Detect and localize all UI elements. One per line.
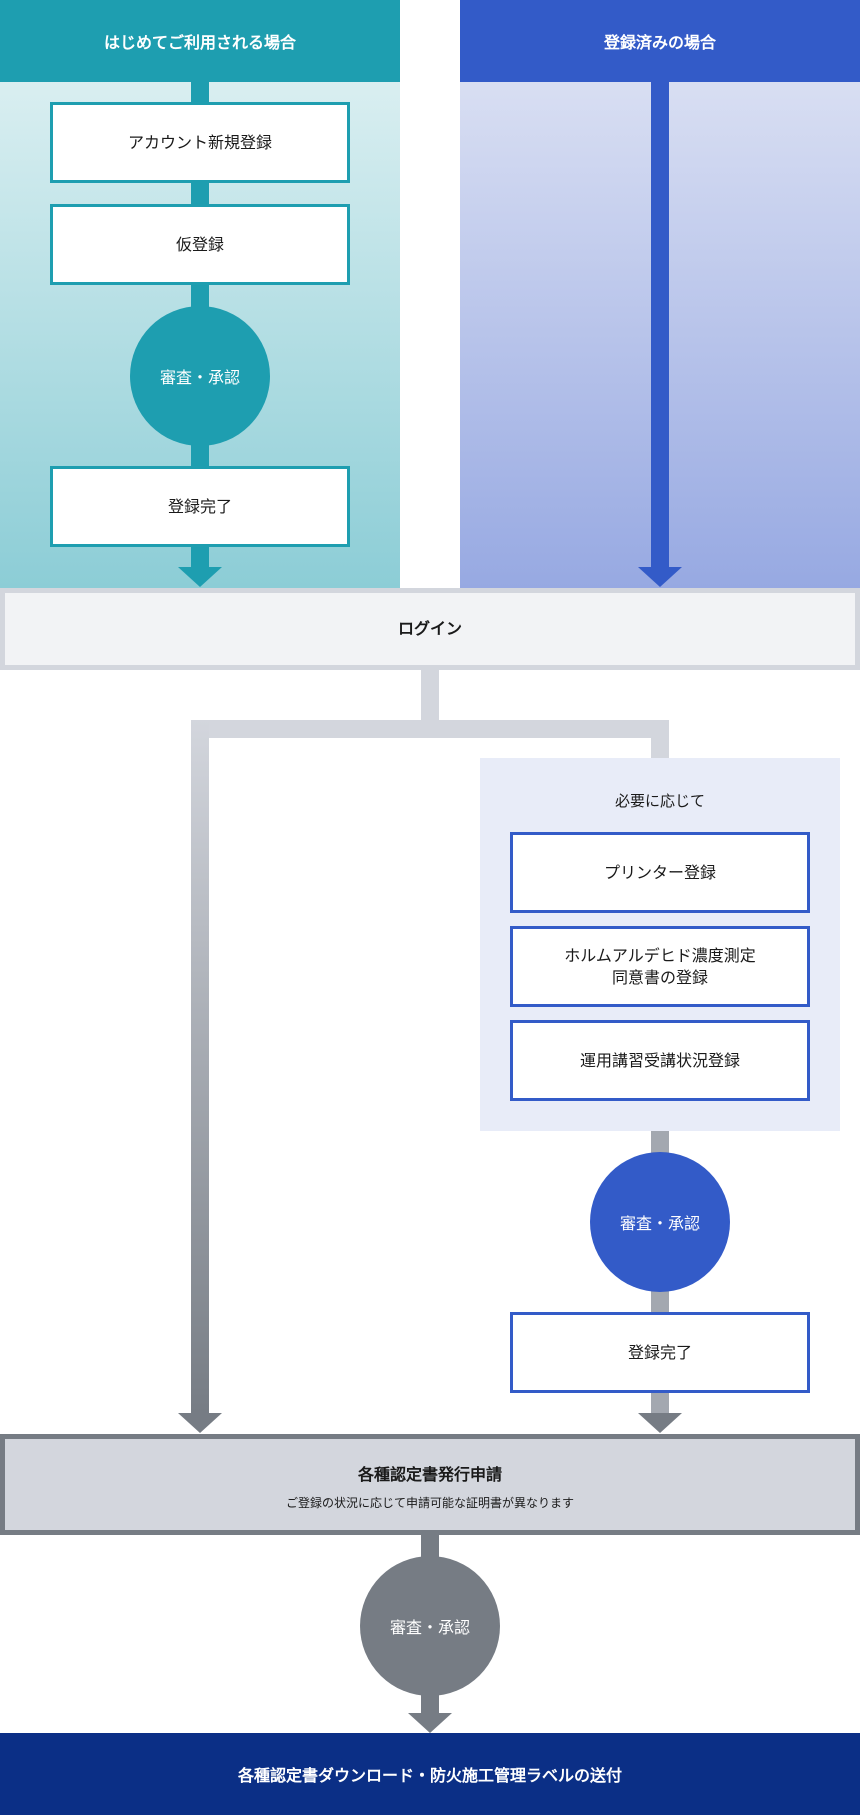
certificate-step [0,1434,860,1535]
login-label: ログイン [397,619,462,638]
provisional-register-step: 仮登録 [50,204,350,285]
first-time-header: はじめてご利用される場合 [0,0,400,82]
certificate-subtitle: ご登録の状況に応じて申請可能な証明書が異なります [285,1496,574,1510]
account-register-step: アカウント新規登録 [50,102,350,183]
final-step: 各種認定書ダウンロード・防火施工管理ラベルの送付 [0,1733,860,1815]
account-register-label: アカウント新規登録 [127,132,272,152]
final-review-label: 審査・承認 [389,1618,470,1637]
first-time-review-label: 審査・承認 [159,368,240,387]
optional-complete-step: 登録完了 [510,1312,810,1393]
first-time-complete-label: 登録完了 [167,496,232,516]
left-branch-connector [191,720,209,1415]
first-time-header-label: はじめてご利用される場合 [103,33,296,52]
optional-review-label: 審査・承認 [619,1214,700,1233]
branch-horizontal-connector [191,720,669,738]
first-time-complete-step: 登録完了 [50,466,350,547]
left-branch-arrow [178,1413,222,1433]
certificate-title: 各種認定書発行申請 [357,1465,502,1484]
printer-register-label: プリンター登録 [603,862,716,882]
first-time-review-circle: 審査・承認 [130,306,270,446]
right-branch-connector-top [651,720,669,760]
training-status-label: 運用講習受講状況登録 [579,1050,740,1070]
final-step-label: 各種認定書ダウンロード・防火施工管理ラベルの送付 [237,1766,622,1785]
printer-register-step: プリンター登録 [510,832,810,913]
final-review-circle: 審査・承認 [360,1556,500,1696]
optional-review-circle: 審査・承認 [590,1152,730,1292]
optional-complete-label: 登録完了 [627,1342,692,1362]
login-step: ログイン [0,588,860,670]
provisional-register-label: 仮登録 [175,234,224,254]
login-connector [421,670,439,720]
registered-header-label: 登録済みの場合 [603,33,716,52]
registered-header: 登録済みの場合 [460,0,860,82]
consent-label: 同意書の登録 [611,967,708,987]
formaldehyde-label: ホルムアルデヒド濃度測定 [564,945,756,965]
training-status-step: 運用講習受講状況登録 [510,1020,810,1101]
optional-group-title: 必要に応じて [614,792,705,810]
formaldehyde-consent-step: ホルムアルデヒド濃度測定 同意書の登録 [510,926,810,1007]
registered-arrow [638,567,682,587]
first-time-arrow [178,567,222,587]
right-branch-arrow [638,1413,682,1433]
final-arrow [408,1713,452,1733]
registered-connector [651,82,669,572]
